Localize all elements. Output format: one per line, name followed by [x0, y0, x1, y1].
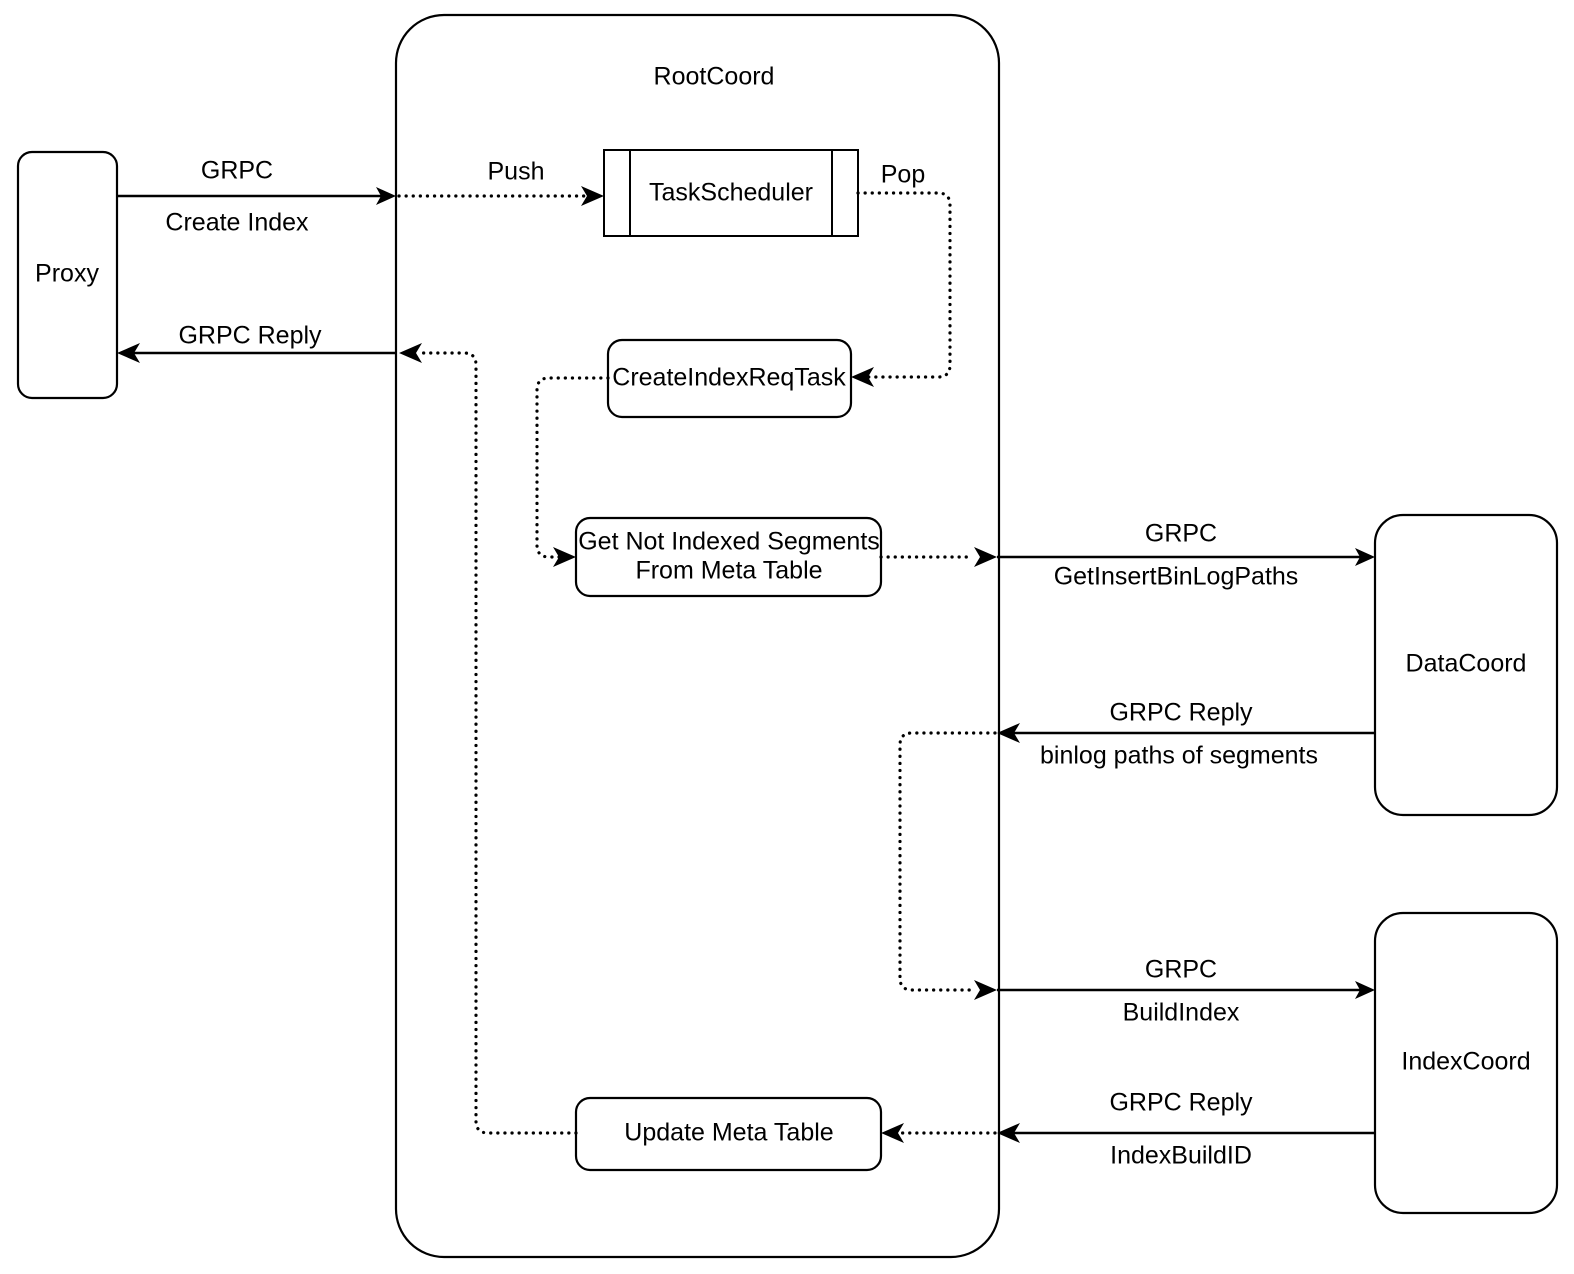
- get-not-indexed-segments-label-line2: From Meta Table: [635, 557, 822, 585]
- label-grpc-reply-binlog-bottom: binlog paths of segments: [1040, 742, 1318, 770]
- node-get-not-indexed-segments[interactable]: Get Not Indexed Segments From Meta Table: [574, 516, 883, 598]
- edge-binlog-to-buildindex-arrowhead: [974, 980, 997, 1000]
- edge-pop-line: [856, 191, 952, 379]
- label-grpc-getinsertbinlogpaths-bottom: GetInsertBinLogPaths: [1054, 563, 1299, 591]
- label-grpc-reply-indexbuildid-bottom: IndexBuildID: [1110, 1142, 1252, 1170]
- edge-rootcoord-to-indexcoord-arrowhead: [1355, 981, 1375, 999]
- label-grpc-getinsertbinlogpaths-top: GRPC: [1145, 520, 1217, 548]
- indexcoord-label: IndexCoord: [1401, 1048, 1530, 1076]
- edge-indexcoord-to-rootcoord: [997, 1123, 1375, 1143]
- edge-datacoord-to-rootcoord-arrowhead: [997, 723, 1020, 743]
- label-grpc-buildindex-bottom: BuildIndex: [1123, 999, 1240, 1027]
- proxy-box: [16, 150, 119, 400]
- edge-pop-arrowhead: [851, 367, 874, 387]
- edge-rootcoord-to-proxy-arrowhead: [117, 343, 140, 363]
- edge-update-meta-table-to-reply-line: [418, 351, 578, 1135]
- edge-update-meta-table-to-reply-arrowhead: [399, 343, 422, 363]
- edge-boundary-to-update-meta-table: [881, 1123, 997, 1143]
- edge-datacoord-to-rootcoord: [997, 723, 1375, 743]
- datacoord-box: [1373, 513, 1559, 817]
- edge-indexcoord-to-rootcoord-arrowhead: [997, 1123, 1020, 1143]
- get-not-indexed-segments-label-line1: Get Not Indexed Segments: [578, 528, 880, 556]
- rootcoord-boundary: [394, 13, 1001, 1259]
- edge-update-meta-table-to-reply: [399, 343, 578, 1135]
- rootcoord-label: RootCoord: [654, 63, 775, 91]
- edge-rootcoord-to-datacoord: [997, 548, 1375, 566]
- label-grpc-reply-binlog-top: GRPC Reply: [1109, 699, 1253, 727]
- node-create-index-req-task[interactable]: CreateIndexReqTask: [606, 338, 853, 419]
- node-indexcoord[interactable]: IndexCoord: [1373, 911, 1559, 1215]
- label-push: Push: [488, 158, 545, 186]
- edge-push-to-task-scheduler: [397, 186, 604, 206]
- edge-rootcoord-to-indexcoord: [997, 981, 1375, 999]
- edge-proxy-to-rootcoord: [117, 187, 396, 205]
- node-datacoord[interactable]: DataCoord: [1373, 513, 1559, 817]
- node-update-meta-table[interactable]: Update Meta Table: [574, 1096, 883, 1172]
- node-task-scheduler[interactable]: TaskScheduler: [603, 149, 859, 237]
- indexcoord-box: [1373, 911, 1559, 1215]
- edge-proxy-to-rootcoord-arrowhead: [376, 187, 396, 205]
- update-meta-table-label: Update Meta Table: [624, 1119, 833, 1147]
- label-grpc-reply-indexbuildid-top: GRPC Reply: [1109, 1089, 1253, 1117]
- edge-binlog-to-buildindex-loop: [898, 731, 997, 1000]
- edge-rootcoord-to-datacoord-arrowhead: [1355, 548, 1375, 566]
- task-scheduler-label: TaskScheduler: [649, 179, 813, 207]
- edge-get-segments-to-boundary: [879, 547, 997, 567]
- datacoord-label: DataCoord: [1406, 650, 1527, 678]
- edge-task-to-get-segments-line: [535, 376, 610, 559]
- label-grpc-buildindex-top: GRPC: [1145, 956, 1217, 984]
- create-index-req-task-label: CreateIndexReqTask: [612, 364, 846, 392]
- edge-boundary-to-update-meta-table-arrowhead: [881, 1123, 904, 1143]
- label-pop: Pop: [881, 161, 925, 189]
- label-grpc-create-index-top: GRPC: [201, 157, 273, 185]
- edge-task-to-get-segments-arrowhead: [553, 547, 576, 567]
- edge-binlog-to-buildindex-line: [898, 731, 997, 992]
- container-rootcoord[interactable]: RootCoord: [394, 13, 1001, 1259]
- edge-get-segments-to-boundary-arrowhead: [974, 547, 997, 567]
- edge-push-arrowhead: [581, 186, 604, 206]
- edge-rootcoord-to-proxy: [117, 343, 396, 363]
- label-grpc-reply-to-proxy: GRPC Reply: [178, 322, 322, 350]
- proxy-label: Proxy: [35, 260, 99, 288]
- label-grpc-create-index-bottom: Create Index: [165, 209, 309, 237]
- edge-task-to-get-segments: [535, 376, 610, 567]
- edge-pop-to-create-index-req-task: [851, 191, 952, 387]
- node-proxy[interactable]: Proxy: [16, 150, 119, 400]
